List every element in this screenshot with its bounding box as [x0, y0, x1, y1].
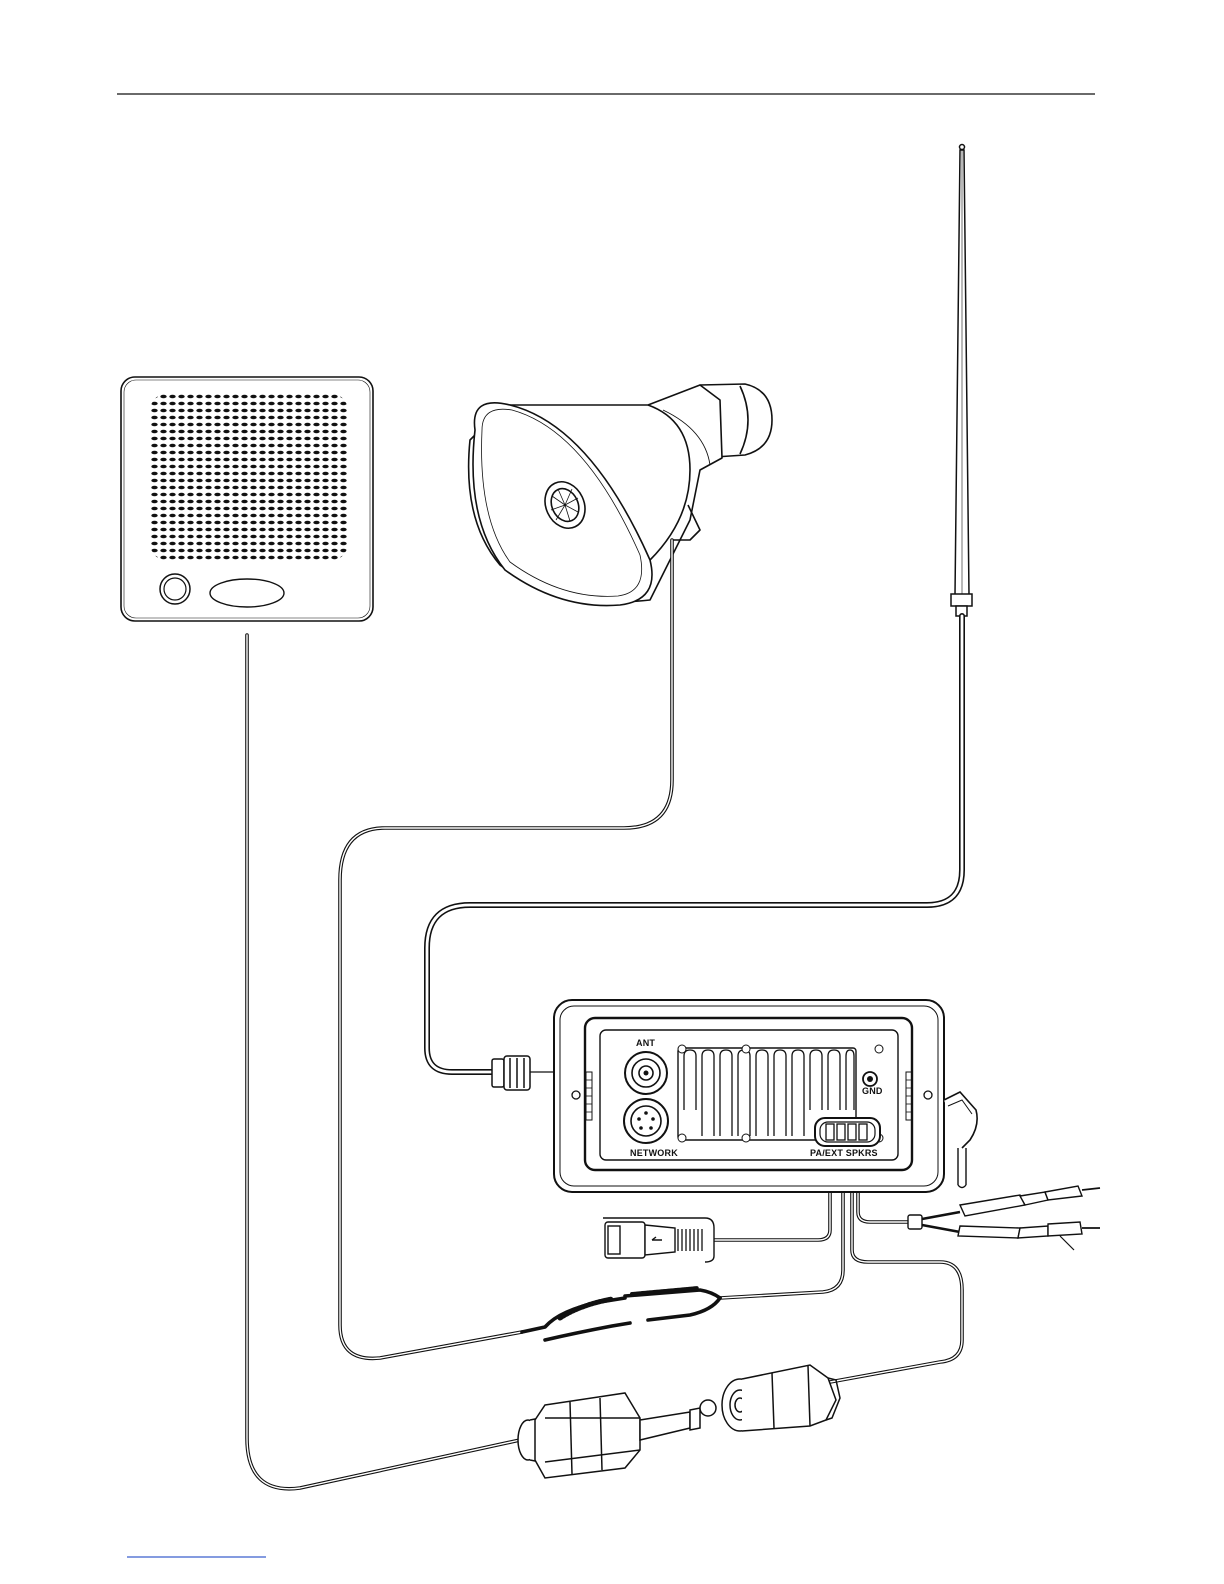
network-label: NETWORK	[630, 1148, 678, 1158]
pa-spkrs-label: PA/EXT SPKRS	[810, 1148, 878, 1158]
power-connector-icon	[603, 1218, 714, 1262]
extension-speaker-icon	[121, 377, 373, 621]
hailer-horn-icon	[469, 384, 772, 606]
jack-socket-icon	[722, 1365, 840, 1431]
speaker-badge	[210, 579, 284, 607]
ant-label: ANT	[636, 1038, 655, 1048]
gnd-label: GND	[862, 1086, 883, 1096]
vhf-radio-rear-panel-icon: ANT GND NETWORK PA/EXT SPKRS	[554, 1000, 977, 1192]
whip-antenna-icon	[951, 145, 972, 617]
power-leads-icon	[908, 1186, 1100, 1250]
jack-plug-icon	[518, 1393, 716, 1478]
pa-split-lead	[522, 1288, 720, 1340]
